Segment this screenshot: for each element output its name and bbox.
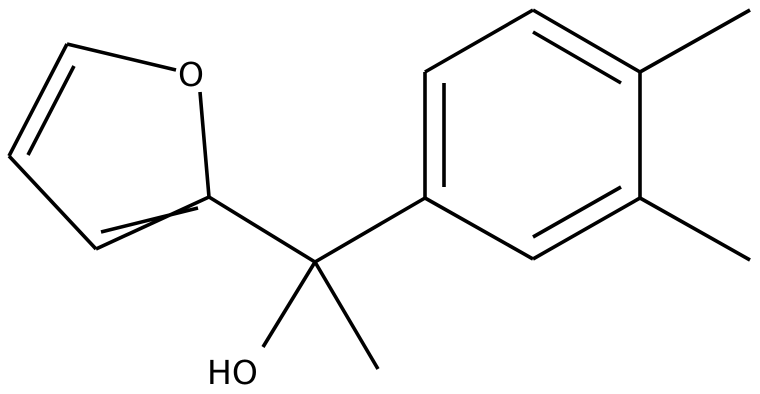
bond-center-methyl <box>313 261 380 370</box>
benzene-ring <box>423 8 642 261</box>
bond-c2-c3 <box>95 195 210 251</box>
hydroxyl-label: HO <box>207 353 258 392</box>
bond-ar2-ar3 <box>424 8 534 74</box>
bond-furan-center <box>208 195 316 264</box>
aryl-methyls <box>639 8 751 262</box>
bond-o-c2 <box>198 91 211 198</box>
bond-c2-c3-inner <box>100 206 199 234</box>
bond-para-methyl <box>639 8 751 74</box>
bond-meta-methyl <box>639 196 751 262</box>
bond-c5-o <box>66 42 177 72</box>
central-carbon: HO <box>207 195 426 392</box>
bond-center-aryl <box>314 196 426 264</box>
bond-c4-c5-inner <box>26 65 76 156</box>
bond-ar6-ar1 <box>424 196 534 261</box>
bond-ar3-ar4 <box>532 8 641 74</box>
bond-center-hydroxyl <box>261 261 317 348</box>
ring-oxygen-label: O <box>178 55 204 94</box>
bond-c3-c4 <box>7 154 98 251</box>
bond-ar5-ar6 <box>532 196 641 261</box>
bond-ar5-ar6-inner <box>532 185 622 239</box>
bond-c4-c5 <box>7 43 69 157</box>
bond-ar3-ar4-inner <box>532 30 622 85</box>
furan-ring: O <box>7 42 211 251</box>
